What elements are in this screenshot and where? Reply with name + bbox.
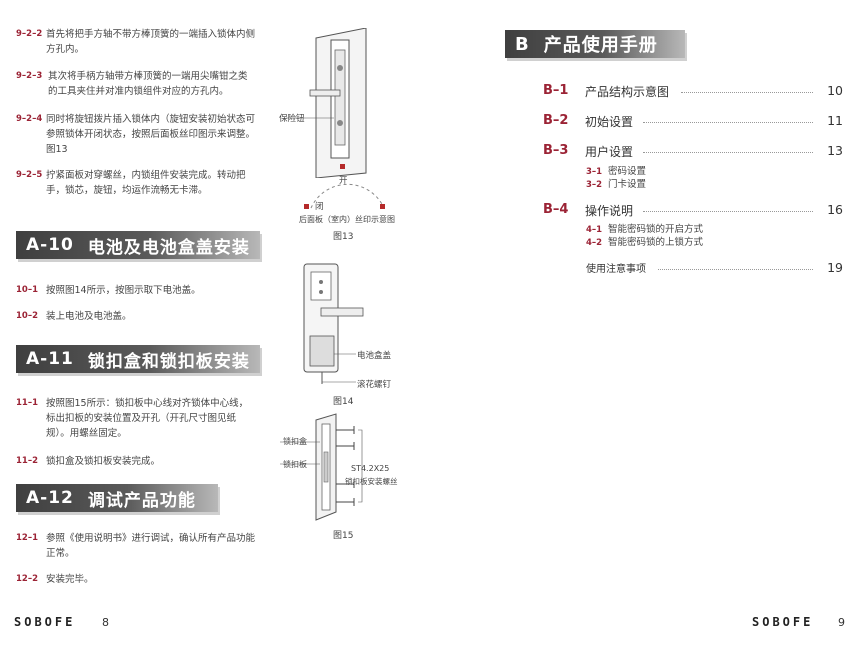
toc-sub-3-1[interactable]: 3–1 密码设置 bbox=[586, 163, 646, 177]
figure-13-door-lock-diagram bbox=[286, 28, 367, 178]
step-text: 按照图15所示：锁扣板中心线对齐锁体中心线，标出扣板的安装位置及开孔（开孔尺寸图… bbox=[46, 398, 249, 439]
step-number: 9–2–3 bbox=[16, 71, 43, 81]
toc-sub-code: 4–1 bbox=[586, 225, 603, 235]
step-text: 参照《使用说明书》进行调试，确认所有产品功能正常。 bbox=[46, 533, 256, 559]
toc-leader bbox=[643, 152, 813, 153]
toc-sub-code: 4–2 bbox=[586, 238, 603, 248]
step-number: 11–1 bbox=[16, 398, 38, 408]
page-number: 9 bbox=[838, 616, 845, 629]
step-9-2-3: 9–2–3 其次将手柄方轴带方棒顶簧的一端用尖嘴钳之类的工具夹住并对准内锁组件对… bbox=[16, 69, 256, 99]
figure-14-caption: 图14 bbox=[333, 397, 354, 407]
toc-leader bbox=[643, 211, 813, 212]
section-title: 产品使用手册 bbox=[543, 35, 658, 56]
step-9-2-4: 9–2–4 同时将旋钮拨片插入锁体内（旋钮安装初始状态可参照锁体开闭状态，按照后… bbox=[16, 112, 256, 157]
section-title: 电池及电池盒盖安装 bbox=[87, 237, 250, 258]
toc-label: 用户设置 bbox=[585, 145, 634, 159]
toc-page: 19 bbox=[827, 260, 843, 275]
toc-entry-notice[interactable]: 使用注意事项 19 bbox=[586, 260, 843, 278]
screw-name-label: 锁扣板安装螺丝 bbox=[345, 477, 398, 486]
step-number: 10–1 bbox=[16, 285, 38, 295]
step-text: 同时将旋钮拨片插入锁体内（旋钮安装初始状态可参照锁体开闭状态，按照后面板丝印图示… bbox=[46, 114, 256, 155]
toc-entry-b4[interactable]: B–4 操作说明 16 bbox=[543, 202, 843, 220]
step-text: 其次将手柄方轴带方棒顶簧的一端用尖嘴钳之类的工具夹住并对准内锁组件对应的方孔内。 bbox=[48, 71, 248, 97]
step-text: 首先将把手方轴不带方棒顶簧的一端插入锁体内侧方孔内。 bbox=[46, 29, 256, 55]
toc-code: B–1 bbox=[543, 83, 569, 98]
section-banner-a11: A-11 锁扣盒和锁扣板安装 bbox=[16, 345, 260, 373]
step-number: 9–2–5 bbox=[16, 170, 43, 180]
step-9-2-5: 9–2–5 拧紧面板对穿螺丝，内锁组件安装完成。转动把手，锁芯，旋钮，均运作流畅… bbox=[16, 168, 256, 198]
toc-entry-b2[interactable]: B–2 初始设置 11 bbox=[543, 113, 843, 131]
step-number: 11–2 bbox=[16, 456, 38, 466]
toc-label: 使用注意事项 bbox=[586, 264, 646, 275]
toc-page: 10 bbox=[827, 83, 843, 98]
toc-label: 产品结构示意图 bbox=[585, 85, 670, 99]
toc-sub-label: 门卡设置 bbox=[608, 179, 647, 190]
section-banner-a12: A-12 调试产品功能 bbox=[16, 484, 218, 512]
figure-14-battery-cover-diagram bbox=[303, 263, 364, 384]
section-banner-b: B 产品使用手册 bbox=[505, 30, 685, 58]
toc-sub-code: 3–2 bbox=[586, 180, 603, 190]
close-label: 闭 bbox=[315, 202, 324, 212]
step-number: 9–2–2 bbox=[16, 29, 43, 39]
section-title: 锁扣盒和锁扣板安装 bbox=[87, 351, 250, 372]
step-11-1: 11–1 按照图15所示：锁扣板中心线对齐锁体中心线，标出扣板的安装位置及开孔（… bbox=[16, 396, 256, 441]
toc-page: 16 bbox=[827, 202, 843, 217]
step-number: 9–2–4 bbox=[16, 114, 43, 124]
toc-entry-b1[interactable]: B–1 产品结构示意图 10 bbox=[543, 83, 843, 101]
brand-logo: SOBOFE bbox=[14, 615, 76, 629]
section-banner-a10: A-10 电池及电池盒盖安装 bbox=[16, 231, 260, 259]
knurled-screw-label: 滚花螺钉 bbox=[357, 380, 392, 390]
toc-sub-code: 3–1 bbox=[586, 167, 603, 177]
knob-state-arc-diagram bbox=[304, 164, 385, 209]
strike-box-label: 锁扣盒 bbox=[283, 437, 307, 446]
toc-sub-4-1[interactable]: 4–1 智能密码锁的开启方式 bbox=[586, 221, 703, 235]
toc-sub-label: 密码设置 bbox=[608, 166, 647, 177]
figure-13-subcaption: 后面板（室内）丝印示意图 bbox=[299, 215, 395, 224]
toc-code: B–3 bbox=[543, 143, 569, 158]
toc-code: B–4 bbox=[543, 202, 569, 217]
toc-sub-4-2[interactable]: 4–2 智能密码锁的上锁方式 bbox=[586, 234, 703, 248]
step-number: 10–2 bbox=[16, 311, 38, 321]
toc-page: 13 bbox=[827, 143, 843, 158]
step-9-2-2: 9–2–2 首先将把手方轴不带方棒顶簧的一端插入锁体内侧方孔内。 bbox=[16, 27, 256, 57]
step-text: 拧紧面板对穿螺丝，内锁组件安装完成。转动把手，锁芯，旋钮，均运作流畅无卡滞。 bbox=[46, 170, 246, 196]
section-code: A-12 bbox=[26, 488, 74, 508]
step-text: 按照图14所示，按图示取下电池盖。 bbox=[46, 285, 201, 296]
step-text: 装上电池及电池盖。 bbox=[46, 311, 132, 322]
section-title: 调试产品功能 bbox=[87, 490, 196, 511]
screw-spec-label: ST4.2X25 bbox=[351, 464, 390, 473]
step-12-2: 12–2 安装完毕。 bbox=[16, 572, 256, 587]
step-12-1: 12–1 参照《使用说明书》进行调试，确认所有产品功能正常。 bbox=[16, 531, 256, 561]
step-11-2: 11–2 锁扣盒及锁扣板安装完成。 bbox=[16, 454, 256, 469]
knob-label: 保险钮 bbox=[279, 114, 305, 124]
step-text: 锁扣盒及锁扣板安装完成。 bbox=[46, 456, 161, 467]
figure-15-strike-plate-diagram bbox=[280, 413, 363, 521]
brand-logo: SOBOFE bbox=[752, 615, 814, 629]
toc-label: 操作说明 bbox=[585, 204, 634, 218]
battery-cover-label: 电池盒盖 bbox=[357, 351, 392, 361]
toc-sub-label: 智能密码锁的上锁方式 bbox=[608, 237, 704, 248]
toc-entry-b3[interactable]: B–3 用户设置 13 bbox=[543, 143, 843, 161]
step-number: 12–2 bbox=[16, 574, 38, 584]
toc-code: B–2 bbox=[543, 113, 569, 128]
section-code: B bbox=[515, 33, 530, 55]
toc-leader bbox=[643, 122, 813, 123]
strike-plate-label: 锁扣板 bbox=[283, 460, 307, 469]
step-10-2: 10–2 装上电池及电池盖。 bbox=[16, 309, 256, 324]
step-text: 安装完毕。 bbox=[46, 574, 94, 585]
open-label: 开 bbox=[339, 176, 348, 186]
toc-label: 初始设置 bbox=[585, 115, 634, 129]
page-number: 8 bbox=[102, 616, 109, 629]
toc-leader bbox=[658, 269, 813, 270]
section-code: A-10 bbox=[26, 235, 74, 255]
toc-sub-3-2[interactable]: 3–2 门卡设置 bbox=[586, 176, 646, 190]
figure-15-caption: 图15 bbox=[333, 531, 354, 541]
figure-13-caption: 图13 bbox=[333, 232, 354, 242]
toc-page: 11 bbox=[827, 113, 843, 128]
toc-sub-label: 智能密码锁的开启方式 bbox=[608, 224, 704, 235]
section-code: A-11 bbox=[26, 349, 74, 369]
step-10-1: 10–1 按照图14所示，按图示取下电池盖。 bbox=[16, 283, 256, 298]
step-number: 12–1 bbox=[16, 533, 38, 543]
toc-leader bbox=[681, 92, 813, 93]
